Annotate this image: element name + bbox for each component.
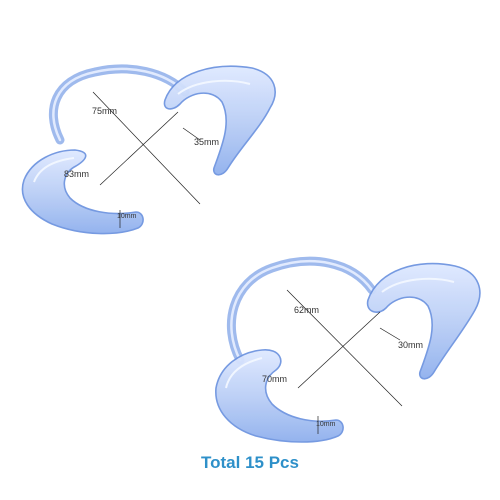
bottom-dim-30mm: 30mm	[398, 340, 423, 350]
bottom-retractor-left-guard	[215, 349, 344, 443]
top-dimension-lines	[92, 91, 201, 228]
top-dim-75mm: 75mm	[92, 106, 117, 116]
top-dim-35mm: 35mm	[194, 137, 219, 147]
top-retractor-left-guard	[21, 149, 144, 235]
bottom-dim-10mm: 10mm	[316, 421, 336, 428]
bottom-dim-70mm: 70mm	[262, 374, 287, 384]
bottom-dim-62mm: 62mm	[294, 305, 319, 315]
bottom-retractor-right-guard	[366, 262, 481, 380]
top-cheek-retractor: 75mm 35mm 83mm 10mm	[21, 64, 276, 235]
top-dim-83mm: 83mm	[64, 169, 89, 179]
top-dim-10mm: 10mm	[117, 213, 137, 220]
bottom-dimension-lines	[286, 289, 403, 434]
bottom-cheek-retractor: 62mm 30mm 70mm 10mm	[215, 256, 481, 443]
top-retractor-right-guard	[163, 65, 276, 176]
total-pieces-caption: Total 15 Pcs	[201, 453, 299, 472]
